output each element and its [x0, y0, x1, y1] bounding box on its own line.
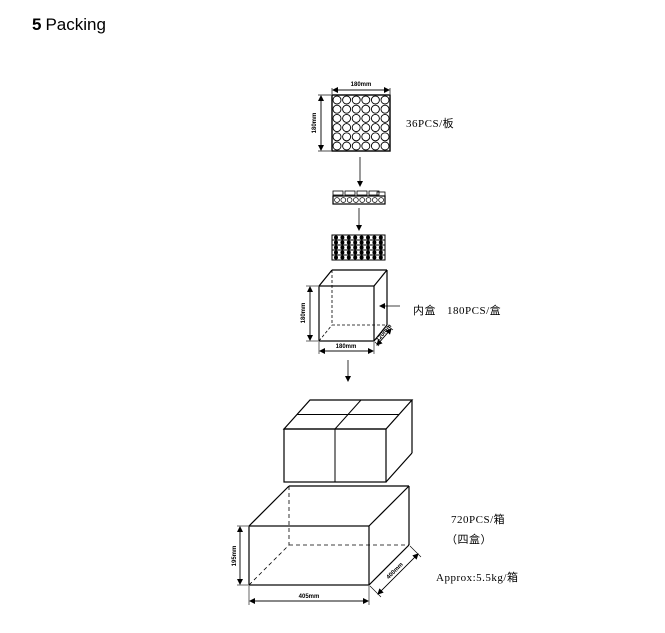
- tray-cell: [361, 104, 371, 114]
- tray-cell: [351, 104, 361, 114]
- tray-cell: [351, 132, 361, 142]
- inner-box-width-label: 180mm: [336, 344, 357, 350]
- tray-cell: [380, 95, 390, 105]
- carton-weight-label: Approx:5.5kg/箱: [436, 570, 518, 584]
- tray-cell: [332, 132, 342, 142]
- tray-cell-grid: [332, 95, 390, 151]
- tray-cell: [380, 104, 390, 114]
- inner-box-quantity-label: 180PCS/盒: [447, 303, 501, 317]
- tray-height-label: 180mm: [312, 113, 318, 134]
- tray-cell: [361, 113, 371, 123]
- tray-cell: [342, 123, 352, 133]
- section-title: Packing: [45, 15, 106, 34]
- tray-cell: [361, 141, 371, 151]
- tray-cell: [361, 132, 371, 142]
- tray-cell: [332, 113, 342, 123]
- tray-cell: [370, 123, 380, 133]
- tray-cell: [380, 141, 390, 151]
- tray-cell: [332, 104, 342, 114]
- tray-cell: [361, 123, 371, 133]
- outer-carton: 195mm 405mm 400mm 720PCS/箱 （四盒） Approx:5…: [232, 485, 518, 605]
- tray-cell: [380, 123, 390, 133]
- tray-cell: [342, 95, 352, 105]
- tray-side-view: [332, 190, 386, 205]
- tray-layer: [331, 254, 386, 261]
- tray-cell: [351, 113, 361, 123]
- inner-box: 180mm 180mm 120mm 内盒 180PCS/盒: [301, 269, 501, 354]
- tray-cell: [380, 113, 390, 123]
- tray-top-view: 180mm 180mm 36PCS/板: [312, 82, 454, 152]
- tray-layer: [331, 234, 386, 241]
- four-inner-boxes: [282, 399, 414, 483]
- tray-outline: [331, 94, 391, 152]
- tray-cell: [370, 141, 380, 151]
- stacked-trays: [331, 234, 386, 261]
- tray-cell: [370, 132, 380, 142]
- tray-cell: [332, 123, 342, 133]
- tray-cell: [351, 95, 361, 105]
- tray-cell: [342, 104, 352, 114]
- inner-box-height-label: 180mm: [301, 303, 307, 324]
- tray-cell: [351, 123, 361, 133]
- section-number: 5: [32, 15, 42, 34]
- tray-layer: [331, 249, 386, 256]
- tray-layer: [331, 244, 386, 251]
- inner-box-front-face: [318, 285, 375, 342]
- carton-width-label: 405mm: [299, 594, 320, 600]
- tray-quantity-label: 36PCS/板: [406, 116, 454, 130]
- tray-width-label: 180mm: [351, 82, 372, 88]
- tray-cell: [342, 113, 352, 123]
- tray-cell: [332, 141, 342, 151]
- tray-cell: [342, 132, 352, 142]
- inner-box-depth-label: 120mm: [375, 324, 393, 344]
- carton-front-face: [248, 525, 370, 586]
- tray-cell: [351, 141, 361, 151]
- inner-box-name-label: 内盒: [413, 303, 436, 317]
- tray-layer: [331, 239, 386, 246]
- carton-quantity-label: 720PCS/箱: [451, 512, 505, 526]
- tray-cell: [380, 132, 390, 142]
- carton-content-label: （四盒）: [446, 532, 492, 546]
- tray-cell: [370, 95, 380, 105]
- tray-cell: [370, 104, 380, 114]
- tray-cell: [342, 141, 352, 151]
- tray-cell: [370, 113, 380, 123]
- tray-cell: [361, 95, 371, 105]
- carton-height-label: 195mm: [232, 546, 238, 567]
- tray-cell: [332, 95, 342, 105]
